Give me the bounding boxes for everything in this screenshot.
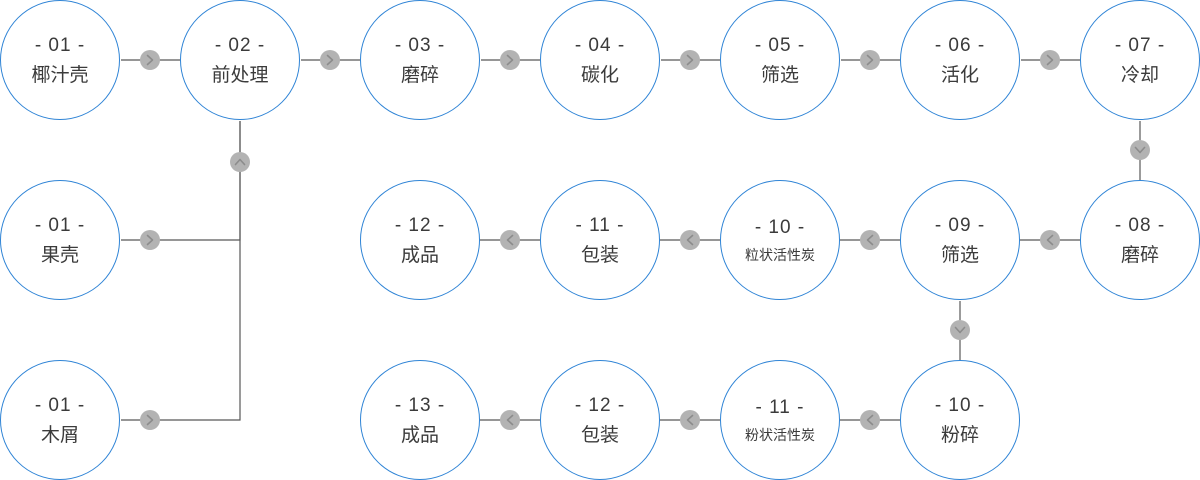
- node-index: - 12 -: [574, 394, 626, 416]
- node-n16[interactable]: - 12 - 包装: [540, 360, 660, 480]
- arrow-marker-right: [500, 50, 520, 70]
- node-label: 筛选: [940, 244, 979, 266]
- chevron-down-icon: [1134, 146, 1146, 154]
- chevron-right-icon: [866, 54, 874, 66]
- chevron-left-icon: [866, 234, 874, 246]
- node-label: 包装: [580, 424, 619, 446]
- node-index: - 11 -: [575, 214, 625, 236]
- node-n2[interactable]: - 02 - 前处理: [180, 0, 300, 120]
- node-index: - 03 -: [394, 34, 446, 56]
- node-index: - 01 -: [34, 394, 86, 416]
- arrow-marker-right: [1040, 50, 1060, 70]
- node-label: 包装: [580, 244, 619, 266]
- chevron-left-icon: [506, 234, 514, 246]
- chevron-left-icon: [506, 414, 514, 426]
- chevron-left-icon: [686, 234, 694, 246]
- node-index: - 13 -: [394, 394, 446, 416]
- arrow-marker-right: [140, 50, 160, 70]
- node-n10[interactable]: - 11 - 包装: [540, 180, 660, 300]
- node-index: - 11 -: [755, 397, 805, 418]
- node-n14[interactable]: - 01 - 木屑: [0, 360, 120, 480]
- node-label: 筛选: [760, 64, 799, 86]
- edge-n8-to-n2: [121, 121, 241, 241]
- arrow-marker-up: [230, 152, 250, 172]
- node-n9[interactable]: - 12 - 成品: [360, 180, 480, 300]
- chevron-down-icon: [954, 326, 966, 334]
- node-label: 冷却: [1120, 64, 1159, 86]
- node-n12[interactable]: - 09 - 筛选: [900, 180, 1020, 300]
- node-label: 果壳: [40, 244, 79, 266]
- node-label: 木屑: [40, 424, 79, 446]
- node-n1[interactable]: - 01 - 椰汁壳: [0, 0, 120, 120]
- node-index: - 09 -: [934, 214, 986, 236]
- arrow-marker-left: [500, 230, 520, 250]
- node-label: 磨碎: [400, 64, 439, 86]
- node-n4[interactable]: - 04 - 碳化: [540, 0, 660, 120]
- node-n6[interactable]: - 06 - 活化: [900, 0, 1020, 120]
- node-index: - 02 -: [214, 34, 266, 56]
- chevron-right-icon: [326, 54, 334, 66]
- node-label: 前处理: [211, 64, 269, 86]
- node-label: 椰汁壳: [31, 64, 89, 86]
- arrow-marker-left: [1040, 230, 1060, 250]
- chevron-right-icon: [506, 54, 514, 66]
- chevron-right-icon: [686, 54, 694, 66]
- arrow-marker-left: [860, 410, 880, 430]
- node-label: 成品: [400, 244, 439, 266]
- node-index: - 04 -: [574, 34, 626, 56]
- arrow-marker-right: [860, 50, 880, 70]
- node-index: - 05 -: [754, 34, 806, 56]
- node-label: 粒状活性炭: [745, 247, 815, 263]
- edge-n14-to-n2: [121, 240, 241, 421]
- arrow-marker-left: [860, 230, 880, 250]
- node-n13[interactable]: - 08 - 磨碎: [1080, 180, 1200, 300]
- node-label: 成品: [400, 424, 439, 446]
- chevron-right-icon: [146, 54, 154, 66]
- arrow-marker-right: [140, 230, 160, 250]
- node-n17[interactable]: - 11 - 粉状活性炭: [720, 360, 840, 480]
- node-n15[interactable]: - 13 - 成品: [360, 360, 480, 480]
- node-label: 活化: [940, 64, 979, 86]
- node-n8[interactable]: - 01 - 果壳: [0, 180, 120, 300]
- node-index: - 10 -: [754, 217, 806, 238]
- chevron-left-icon: [866, 414, 874, 426]
- node-index: - 08 -: [1114, 214, 1166, 236]
- chevron-right-icon: [146, 414, 154, 426]
- node-n3[interactable]: - 03 - 磨碎: [360, 0, 480, 120]
- arrow-marker-right: [680, 50, 700, 70]
- arrow-marker-right: [320, 50, 340, 70]
- node-n7[interactable]: - 07 - 冷却: [1080, 0, 1200, 120]
- node-n11[interactable]: - 10 - 粒状活性炭: [720, 180, 840, 300]
- node-label: 粉碎: [940, 424, 979, 446]
- arrow-marker-left: [500, 410, 520, 430]
- node-n18[interactable]: - 10 - 粉碎: [900, 360, 1020, 480]
- node-index: - 06 -: [934, 34, 986, 56]
- arrow-marker-left: [680, 410, 700, 430]
- node-index: - 12 -: [394, 214, 446, 236]
- node-label: 碳化: [580, 64, 619, 86]
- chevron-right-icon: [1046, 54, 1054, 66]
- chevron-up-icon: [234, 158, 246, 166]
- node-index: - 07 -: [1114, 34, 1166, 56]
- arrow-marker-down: [1130, 140, 1150, 160]
- node-index: - 01 -: [34, 34, 86, 56]
- node-label: 磨碎: [1120, 244, 1159, 266]
- node-n5[interactable]: - 05 - 筛选: [720, 0, 840, 120]
- node-index: - 01 -: [34, 214, 86, 236]
- arrow-marker-left: [680, 230, 700, 250]
- node-label: 粉状活性炭: [745, 427, 815, 443]
- arrow-marker-right: [140, 410, 160, 430]
- node-index: - 10 -: [934, 394, 986, 416]
- chevron-right-icon: [146, 234, 154, 246]
- chevron-left-icon: [1046, 234, 1054, 246]
- chevron-left-icon: [686, 414, 694, 426]
- arrow-marker-down: [950, 320, 970, 340]
